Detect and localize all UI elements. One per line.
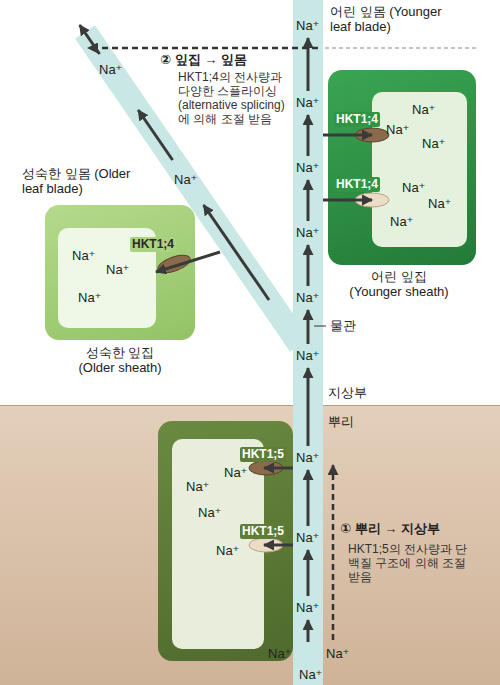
ion-label: Na⁺ — [296, 290, 319, 305]
ion-label: Na⁺ — [296, 530, 319, 545]
transporter-label: HKT1;5 — [240, 524, 286, 539]
ion-label: Na⁺ — [99, 62, 122, 77]
transporter-label: HKT1;5 — [240, 447, 286, 462]
flow-arrow — [138, 110, 172, 160]
ion-label: Na⁺ — [402, 180, 425, 195]
flow-arrow — [80, 25, 100, 54]
ion-label: Na⁺ — [268, 646, 291, 661]
transport-arrow — [264, 467, 293, 470]
ion-label: Na⁺ — [296, 160, 319, 175]
ion-label: Na⁺ — [386, 122, 409, 137]
ion-label: Na⁺ — [174, 172, 197, 187]
ion-label: Na⁺ — [186, 479, 209, 494]
flow-arrow — [307, 245, 310, 286]
cell-caption: 성숙한 잎집 (Older sheath) — [66, 345, 174, 375]
flow-arrow — [307, 470, 310, 526]
region-label: 지상부 — [328, 385, 367, 400]
transporter-label: HKT1;4 — [334, 177, 380, 192]
organ-label: 어린 잎몸 (Younger leaf blade) — [330, 4, 455, 34]
transport-arrow — [264, 544, 293, 547]
sheath-cell: 어린 잎집 (Younger sheath)HKT1;4HKT1;4Na⁺Na⁺… — [328, 70, 476, 265]
flow-arrow — [307, 115, 310, 156]
organ-label: 성숙한 잎몸 (Older leaf blade) — [22, 166, 134, 196]
vacuole: Na⁺Na⁺Na⁺Na⁺Na⁺Na⁺ — [372, 92, 467, 247]
callout-note: HKT1;4의 전사량과 다양한 스플라이싱 (alternative spli… — [178, 70, 296, 126]
flow-arrow — [307, 180, 310, 221]
flow-arrow — [307, 310, 310, 344]
ion-label: Na⁺ — [106, 262, 129, 277]
flow-arrow — [307, 38, 310, 91]
ion-label: Na⁺ — [422, 136, 445, 151]
ion-label: Na⁺ — [296, 600, 319, 615]
cell-caption: 어린 잎집 (Younger sheath) — [345, 269, 453, 299]
callout-heading: ② 잎집 → 잎몸 — [160, 52, 247, 67]
ion-label: Na⁺ — [224, 465, 247, 480]
callout-heading: ① 뿌리 → 지상부 — [340, 521, 440, 536]
leader-line — [314, 326, 326, 327]
transport-arrow — [323, 134, 372, 137]
sheath-cell: 성숙한 잎집 (Older sheath)HKT1;4Na⁺Na⁺Na⁺ — [45, 205, 195, 340]
part-label: 물관 — [330, 318, 356, 333]
ion-label: Na⁺ — [412, 102, 435, 117]
ion-label: Na⁺ — [296, 348, 319, 363]
ion-label: Na⁺ — [296, 18, 319, 33]
ion-label: Na⁺ — [428, 196, 451, 211]
ion-label: Na⁺ — [390, 214, 413, 229]
ion-label: Na⁺ — [296, 95, 319, 110]
ion-label: Na⁺ — [296, 225, 319, 240]
ion-label: Na⁺ — [326, 646, 349, 661]
flow-arrow — [307, 368, 310, 446]
transport-arrow — [323, 199, 372, 202]
ion-label: Na⁺ — [72, 248, 95, 263]
ion-label: Na⁺ — [296, 450, 319, 465]
transporter-label: HKT1;4 — [334, 112, 380, 127]
callout-note: HKT1;5의 전사량과 단백질 구조에 의해 조절 받음 — [348, 542, 470, 584]
flow-arrow — [307, 620, 310, 642]
boundary-line — [325, 48, 478, 49]
transport-arrow — [88, 47, 318, 50]
ion-label: Na⁺ — [78, 290, 101, 305]
ion-label: 뿌리 — [328, 414, 354, 429]
ion-label: Na⁺ — [216, 543, 239, 558]
ion-label: Na⁺ — [198, 505, 221, 520]
flow-arrow — [204, 205, 269, 300]
flow-arrow — [307, 550, 310, 596]
ion-label: Na⁺ — [299, 667, 322, 682]
transporter-label: HKT1;4 — [130, 237, 176, 252]
